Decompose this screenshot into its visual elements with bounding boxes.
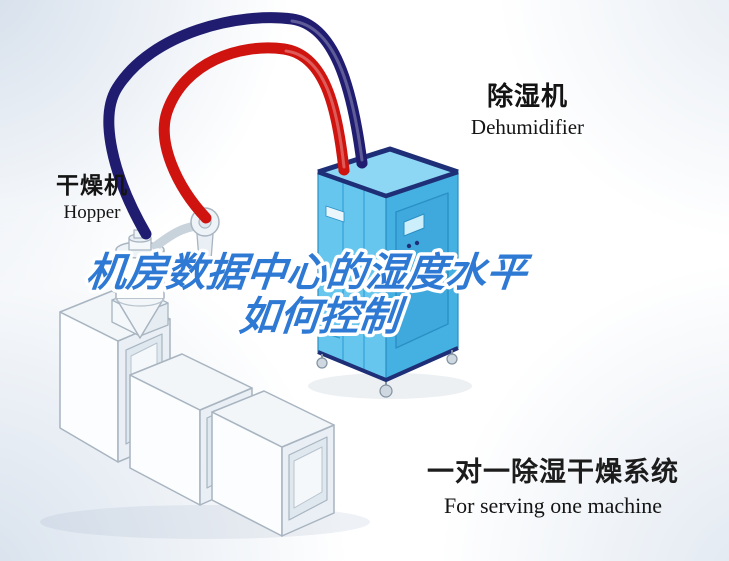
machine-end-top-face — [211, 390, 335, 448]
dehumidifier-label-en: Dehumidifier — [470, 115, 585, 139]
headline-line1: 机房数据中心的湿度水平 — [84, 251, 533, 295]
dehumidifier-label-zh: 除湿机 — [486, 81, 568, 111]
dehumidifier-unit — [316, 146, 459, 398]
red-supply-hose — [158, 42, 350, 224]
system-caption-zh: 一对一除湿干燥系统 — [427, 457, 679, 487]
red-hose-highlight — [284, 49, 346, 169]
base-trim — [317, 346, 459, 382]
control-button — [406, 243, 412, 249]
hopper-label: 干燥机 Hopper — [44, 166, 140, 224]
navy-hose-highlight — [290, 19, 364, 162]
system-caption: 一对一除湿干燥系统 For serving one machine — [418, 450, 688, 519]
headline-line2: 如何控制 — [237, 295, 408, 339]
machine-mid-top-face — [129, 353, 253, 411]
front-top-trim — [317, 169, 459, 199]
hopper-label-en: Hopper — [63, 202, 121, 223]
navy-return-hose — [103, 12, 368, 240]
machine-panel-inner — [293, 446, 323, 509]
brand-plate — [325, 205, 345, 223]
hopper-label-zh: 干燥机 — [56, 172, 128, 198]
dehumidifier-label: 除湿机 Dehumidifier — [455, 76, 600, 140]
caster-wheels — [316, 350, 458, 398]
control-button — [414, 240, 420, 246]
control-display — [403, 213, 425, 237]
louver-grille — [321, 299, 341, 339]
hopper-machine — [59, 207, 335, 537]
system-caption-en: For serving one machine — [443, 493, 663, 518]
